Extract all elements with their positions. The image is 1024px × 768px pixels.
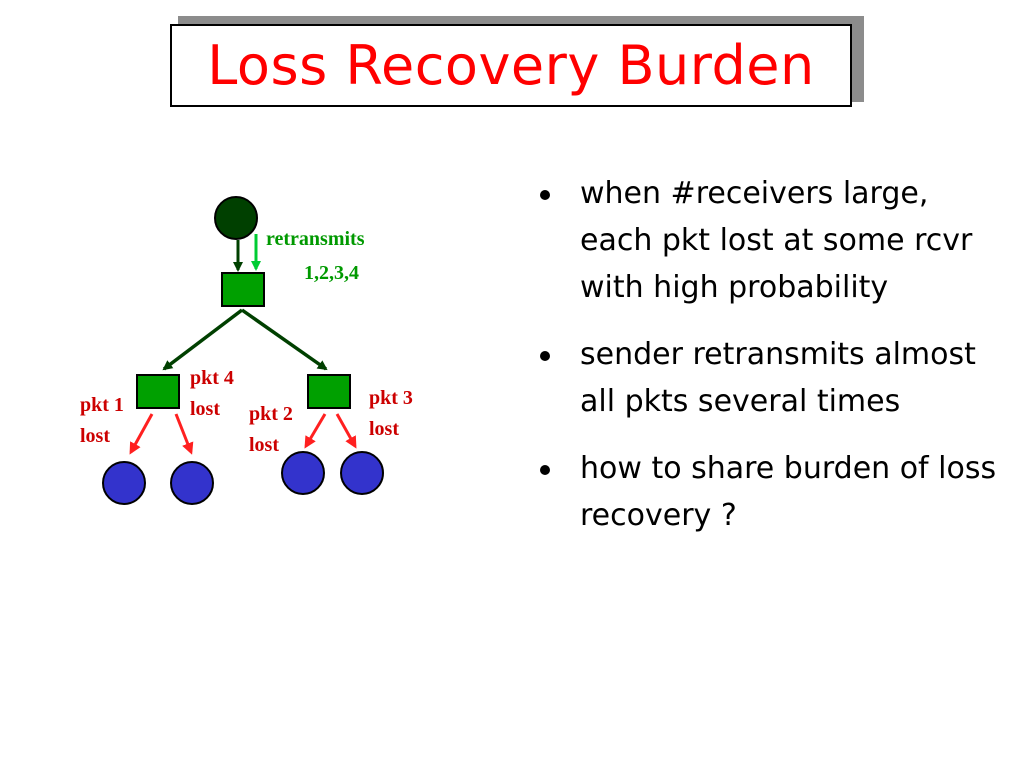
pkt2-lost-label: lost bbox=[249, 434, 279, 456]
bullet-dot-icon bbox=[540, 190, 550, 200]
router-top bbox=[221, 272, 265, 307]
bullet-item: when #receivers large, each pkt lost at … bbox=[536, 170, 1006, 311]
loss-arrow-pkt1 bbox=[129, 413, 154, 455]
title-box: Loss Recovery Burden bbox=[170, 24, 852, 107]
link-right bbox=[240, 308, 328, 371]
receiver-node bbox=[281, 451, 325, 495]
loss-arrow-pkt4 bbox=[174, 413, 194, 455]
bullet-text: how to share burden of loss recovery ? bbox=[580, 451, 997, 533]
bullet-item: how to share burden of loss recovery ? bbox=[536, 445, 1006, 539]
multicast-tree-diagram: retransmits 1,2,3,4 pkt 1 lost pkt 4 los… bbox=[80, 196, 413, 505]
pkt1-label: pkt 1 bbox=[80, 394, 124, 416]
link-left bbox=[162, 308, 244, 371]
pkt4-label: pkt 4 bbox=[190, 367, 234, 389]
retransmit-label-1: retransmits bbox=[266, 228, 365, 250]
router-right bbox=[307, 374, 351, 409]
sender-node bbox=[214, 196, 258, 240]
slide-title: Loss Recovery Burden bbox=[207, 34, 815, 97]
bullet-text: when #receivers large, each pkt lost at … bbox=[580, 176, 973, 305]
pkt1-lost-label: lost bbox=[80, 425, 110, 447]
pkt4-lost-label: lost bbox=[190, 398, 220, 420]
receiver-node bbox=[340, 451, 384, 495]
retransmit-label-2: 1,2,3,4 bbox=[304, 262, 359, 284]
loss-arrow-pkt3 bbox=[335, 413, 357, 449]
router-left bbox=[136, 374, 180, 409]
bullet-list: when #receivers large, each pkt lost at … bbox=[536, 170, 1006, 559]
bullet-item: sender retransmits almost all pkts sever… bbox=[536, 331, 1006, 425]
receiver-node bbox=[102, 461, 146, 505]
loss-arrow-pkt2 bbox=[304, 413, 327, 449]
receiver-node bbox=[170, 461, 214, 505]
pkt3-lost-label: lost bbox=[369, 418, 399, 440]
pkt3-label: pkt 3 bbox=[369, 387, 413, 409]
bullet-dot-icon bbox=[540, 351, 550, 361]
pkt2-label: pkt 2 bbox=[249, 403, 293, 425]
bullet-text: sender retransmits almost all pkts sever… bbox=[580, 337, 976, 419]
bullet-dot-icon bbox=[540, 465, 550, 475]
